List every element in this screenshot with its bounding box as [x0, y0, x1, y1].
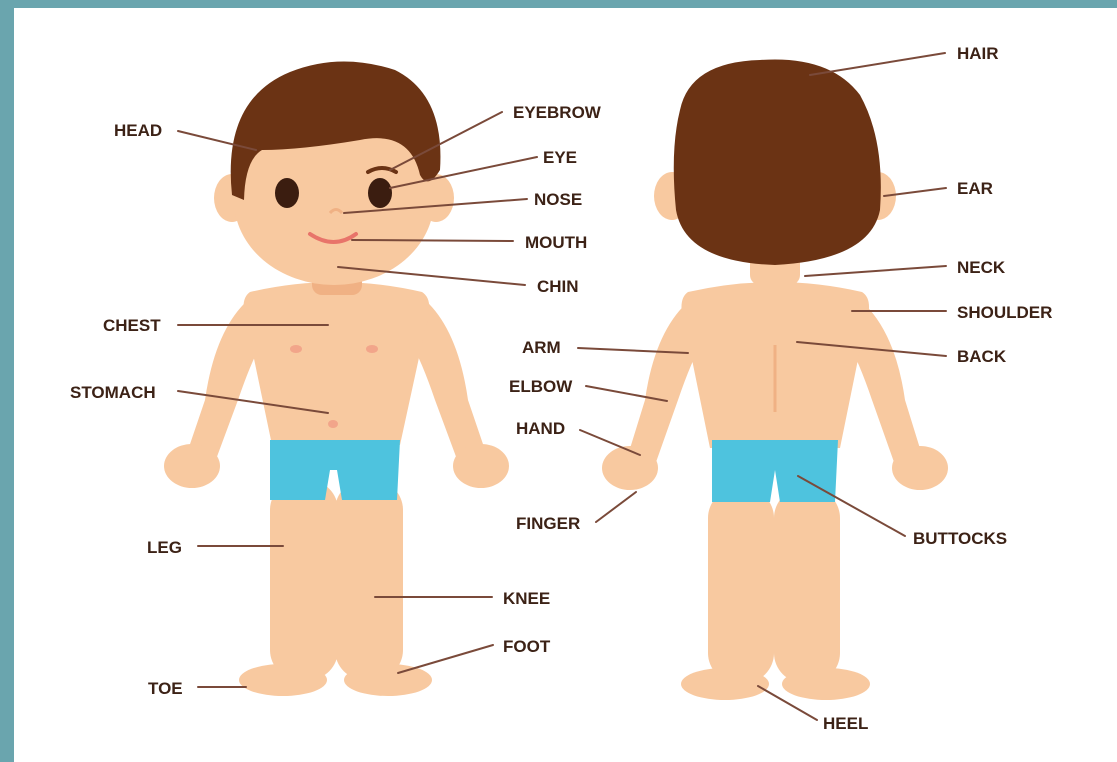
- label-foot: FOOT: [503, 637, 551, 656]
- label-chin: CHIN: [537, 277, 579, 296]
- label-finger: FINGER: [516, 514, 580, 533]
- label-hand: HAND: [516, 419, 565, 438]
- front-figure: [164, 61, 509, 696]
- back-shorts: [712, 440, 838, 502]
- label-eye: EYE: [543, 148, 577, 167]
- label-knee: KNEE: [503, 589, 550, 608]
- label-eyebrow: EYEBROW: [513, 103, 602, 122]
- back-hair: [674, 59, 881, 265]
- front-left-eye: [275, 178, 299, 208]
- leader-finger: [596, 492, 636, 522]
- leader-hand: [580, 430, 640, 455]
- front-right-leg: [335, 480, 403, 680]
- label-chest: CHEST: [103, 316, 161, 335]
- back-figure: [602, 59, 948, 700]
- label-head: HEAD: [114, 121, 162, 140]
- front-nipple-left: [290, 345, 302, 353]
- label-neck: NECK: [957, 258, 1006, 277]
- front-right-hand: [453, 444, 509, 488]
- back-right-hand: [892, 446, 948, 490]
- front-nipple-right: [366, 345, 378, 353]
- label-arm: ARM: [522, 338, 561, 357]
- label-buttocks: BUTTOCKS: [913, 529, 1007, 548]
- label-ear: EAR: [957, 179, 993, 198]
- label-nose: NOSE: [534, 190, 582, 209]
- leader-neck: [805, 266, 946, 276]
- back-left-leg: [708, 488, 774, 683]
- front-right-foot: [344, 664, 432, 696]
- leader-foot: [398, 645, 493, 673]
- front-navel: [328, 420, 338, 428]
- label-shoulder: SHOULDER: [957, 303, 1052, 322]
- front-right-eye: [368, 178, 392, 208]
- label-leg: LEG: [147, 538, 182, 557]
- back-right-leg: [774, 488, 840, 683]
- back-right-foot: [782, 668, 870, 700]
- front-torso: [243, 282, 429, 445]
- label-elbow: ELBOW: [509, 377, 573, 396]
- front-shorts: [270, 440, 400, 500]
- front-left-foot: [239, 664, 327, 696]
- label-hair: HAIR: [957, 44, 999, 63]
- label-toe: TOE: [148, 679, 183, 698]
- label-mouth: MOUTH: [525, 233, 587, 252]
- label-back: BACK: [957, 347, 1007, 366]
- leader-hair: [810, 53, 945, 75]
- label-stomach: STOMACH: [70, 383, 156, 402]
- front-left-leg: [270, 480, 338, 680]
- label-heel: HEEL: [823, 714, 868, 733]
- back-left-hand: [602, 446, 658, 490]
- front-left-hand: [164, 444, 220, 488]
- back-left-foot: [681, 668, 769, 700]
- leader-mouth: [352, 240, 513, 241]
